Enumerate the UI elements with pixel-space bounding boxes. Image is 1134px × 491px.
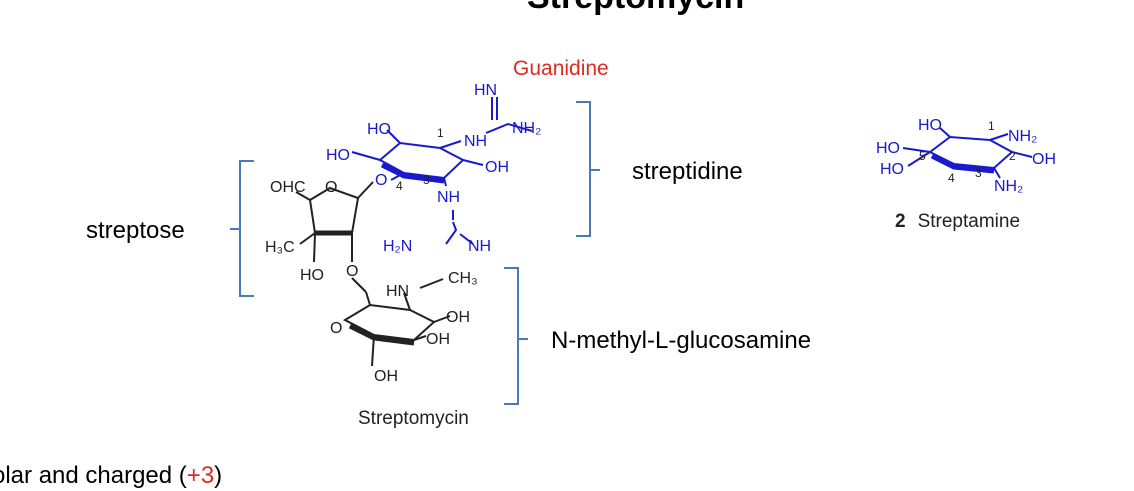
locant: 1 — [988, 119, 995, 133]
streptidine-locants: 1 3 4 — [396, 126, 444, 193]
atom-ho: HO — [326, 147, 350, 164]
locant: 2 — [1009, 149, 1016, 163]
atom-nh: NH — [437, 189, 460, 206]
streptamine-locants: 1 5 2 3 4 — [919, 119, 1016, 185]
atom-o: O — [325, 179, 337, 196]
atom-o: O — [346, 263, 358, 280]
bracket-streptose — [230, 160, 254, 297]
atom-nh2: NH₂ — [512, 120, 541, 137]
atom-o: O — [375, 172, 387, 189]
atom-ho: HO — [367, 121, 391, 138]
atom-ho: HO — [880, 161, 904, 178]
streptidine-ring — [351, 97, 533, 245]
atom-h2n: H₂N — [383, 238, 412, 255]
charge-value: +3 — [186, 462, 215, 489]
atom-oh: OH — [446, 309, 470, 326]
streptose-atoms: OHC O H₃C HO O — [265, 179, 358, 284]
charge-note: olar and charged (+3) — [0, 462, 222, 490]
locant: 1 — [437, 126, 444, 140]
atom-ho: HO — [918, 117, 942, 134]
streptidine-atoms: HN NH₂ HO HO NH OH O NH H₂N NH — [326, 82, 541, 255]
atom-nh: NH — [464, 133, 487, 150]
atom-h3c: H₃C — [265, 239, 295, 256]
atom-hn: HN — [474, 82, 497, 99]
bracket-streptidine — [576, 101, 600, 237]
guanidine-label: Guanidine — [513, 57, 609, 80]
streptidine-label: streptidine — [632, 158, 743, 185]
locant: 3 — [423, 173, 430, 187]
atom-nh2: NH₂ — [994, 178, 1023, 195]
page-title: Streptomycin — [527, 0, 744, 17]
region-brackets — [230, 101, 600, 405]
atom-ho: HO — [876, 140, 900, 157]
streptomycin-caption: Streptomycin — [358, 408, 469, 429]
atom-ho: HO — [300, 267, 324, 284]
atom-nh2: NH₂ — [1008, 128, 1037, 145]
streptose-ring — [295, 181, 374, 293]
glucosamine-ring — [342, 278, 451, 367]
locant: 3 — [975, 166, 982, 180]
streptamine-name: Streptamine — [917, 211, 1021, 232]
atom-nh: NH — [468, 238, 491, 255]
streptose-label: streptose — [86, 217, 185, 244]
atom-oh: OH — [426, 331, 450, 348]
compound-number: 2 — [895, 211, 906, 232]
atom-hn: HN — [386, 283, 409, 300]
glucosamine-atoms: HN CH₃ OH OH O OH — [330, 270, 478, 385]
atom-oh: OH — [374, 368, 398, 385]
locant: 4 — [948, 171, 955, 185]
streptamine-caption: 2 Streptamine — [895, 211, 1020, 233]
atom-ch3: CH₃ — [448, 270, 478, 287]
streptamine-atoms: HO HO HO NH₂ OH NH₂ — [876, 117, 1056, 195]
charge-note-prefix: olar and charged ( — [0, 462, 187, 489]
glucosamine-label: N-methyl-L-glucosamine — [551, 327, 812, 354]
locant: 5 — [919, 149, 926, 163]
atom-o: O — [330, 320, 342, 337]
locant: 4 — [396, 179, 403, 193]
charge-note-suffix: ) — [214, 462, 223, 489]
atom-ohc: OHC — [270, 179, 306, 196]
streptamine-ring — [902, 127, 1033, 179]
atom-oh: OH — [485, 159, 509, 176]
bracket-glucosamine — [504, 267, 528, 405]
atom-oh: OH — [1032, 151, 1056, 168]
